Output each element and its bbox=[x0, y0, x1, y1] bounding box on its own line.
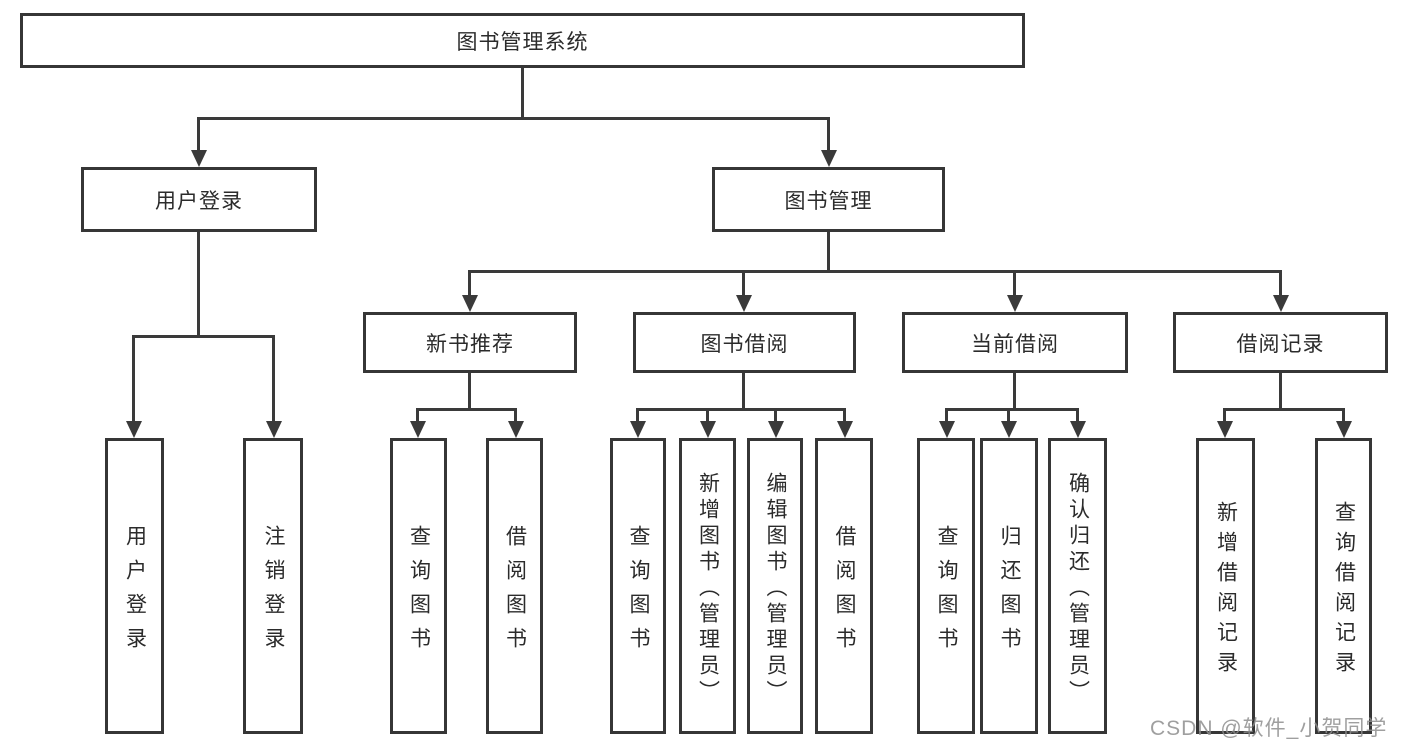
node-bb-query-books: 查询图书 bbox=[610, 438, 666, 734]
node-cb-confirm-return: 确认归还（管理员） bbox=[1048, 438, 1107, 734]
connector-cb-return-drop bbox=[1007, 408, 1010, 421]
arrow-down-icon bbox=[1336, 421, 1352, 438]
arrow-down-icon bbox=[1007, 295, 1023, 312]
connector-current-borrowing-stem bbox=[1013, 373, 1016, 411]
connector-book-borrowing-stem bbox=[742, 373, 745, 411]
connector-cb-query-drop bbox=[945, 408, 948, 421]
arrow-down-icon bbox=[768, 421, 784, 438]
connector-br-add-drop bbox=[1223, 408, 1226, 421]
arrow-down-icon bbox=[837, 421, 853, 438]
node-ul-login: 用户登录 bbox=[105, 438, 164, 734]
node-new-book-recommend-label: 新书推荐 bbox=[426, 332, 514, 356]
node-br-add-record: 新增借阅记录 bbox=[1196, 438, 1255, 734]
connector-book-management-stem bbox=[827, 232, 830, 273]
arrow-down-icon bbox=[410, 421, 426, 438]
connector-borrowing-records-stem bbox=[1279, 373, 1282, 411]
node-root: 图书管理系统 bbox=[20, 13, 1025, 68]
node-borrowing-records-label: 借阅记录 bbox=[1236, 332, 1325, 356]
node-book-borrowing: 图书借阅 bbox=[633, 312, 856, 373]
connector-bb-query-drop bbox=[636, 408, 639, 421]
connector-user-login-drop bbox=[197, 117, 200, 151]
node-br-query-record-label: 查询借阅记录 bbox=[1332, 500, 1356, 681]
node-new-book-recommend: 新书推荐 bbox=[363, 312, 577, 373]
connector-book-borrowing-drop bbox=[742, 270, 745, 295]
arrow-down-icon bbox=[736, 295, 752, 312]
connector-current-borrowing-drop bbox=[1013, 270, 1016, 295]
node-cb-query-books-label: 查询图书 bbox=[935, 524, 958, 661]
node-bb-add-books: 新增图书（管理员） bbox=[679, 438, 736, 734]
node-bb-borrow-books: 借阅图书 bbox=[815, 438, 873, 734]
connector-nb-borrow-drop bbox=[514, 408, 517, 421]
node-cb-return-books-label: 归还图书 bbox=[998, 524, 1021, 661]
arrow-down-icon bbox=[1001, 421, 1017, 438]
node-bb-borrow-books-label: 借阅图书 bbox=[833, 524, 856, 661]
arrow-down-icon bbox=[508, 421, 524, 438]
node-ul-login-label: 用户登录 bbox=[123, 524, 147, 661]
node-bb-edit-books-label: 编辑图书（管理员） bbox=[764, 471, 787, 706]
node-cb-confirm-return-label: 确认归还（管理员） bbox=[1066, 471, 1090, 706]
connector-book-borrowing-hline bbox=[636, 408, 846, 411]
arrow-down-icon bbox=[126, 421, 142, 438]
node-current-borrowing-label: 当前借阅 bbox=[971, 332, 1059, 356]
connector-bb-add-drop bbox=[706, 408, 709, 421]
connector-level2-hline bbox=[197, 117, 830, 120]
arrow-down-icon bbox=[1217, 421, 1233, 438]
arrow-down-icon bbox=[939, 421, 955, 438]
node-borrowing-records: 借阅记录 bbox=[1173, 312, 1388, 373]
connector-ul-login-drop bbox=[132, 335, 135, 421]
connector-borrowing-records-hline bbox=[1223, 408, 1345, 411]
connector-bb-borrow-drop bbox=[843, 408, 846, 421]
node-cb-return-books: 归还图书 bbox=[980, 438, 1038, 734]
connector-bb-edit-drop bbox=[774, 408, 777, 421]
node-nb-borrow-books: 借阅图书 bbox=[486, 438, 543, 734]
node-user-login: 用户登录 bbox=[81, 167, 317, 232]
connector-cb-confirm-drop bbox=[1076, 408, 1079, 421]
connector-user-login-stem bbox=[197, 232, 200, 338]
node-book-management-label: 图书管理 bbox=[784, 189, 873, 213]
connector-new-book-drop bbox=[468, 270, 471, 295]
node-bb-query-books-label: 查询图书 bbox=[627, 524, 650, 661]
node-nb-query-books-label: 查询图书 bbox=[407, 524, 431, 661]
arrow-down-icon bbox=[700, 421, 716, 438]
node-nb-borrow-books-label: 借阅图书 bbox=[503, 524, 527, 661]
node-user-login-label: 用户登录 bbox=[155, 189, 243, 213]
node-br-add-record-label: 新增借阅记录 bbox=[1214, 500, 1238, 681]
arrow-down-icon bbox=[1273, 295, 1289, 312]
arrow-down-icon bbox=[1070, 421, 1086, 438]
connector-root-stem bbox=[521, 66, 524, 118]
node-current-borrowing: 当前借阅 bbox=[902, 312, 1128, 373]
connector-new-book-hline bbox=[416, 408, 517, 411]
connector-current-borrowing-hline bbox=[945, 408, 1079, 411]
watermark-text: CSDN @软件_小贺同学 bbox=[1150, 717, 1388, 740]
arrow-down-icon bbox=[821, 150, 837, 167]
node-book-management: 图书管理 bbox=[712, 167, 945, 232]
node-ul-logout: 注销登录 bbox=[243, 438, 303, 734]
node-nb-query-books: 查询图书 bbox=[390, 438, 447, 734]
arrow-down-icon bbox=[630, 421, 646, 438]
node-br-query-record: 查询借阅记录 bbox=[1315, 438, 1372, 734]
connector-level3-hline bbox=[468, 270, 1282, 273]
connector-new-book-stem bbox=[468, 373, 471, 411]
connector-nb-query-drop bbox=[416, 408, 419, 421]
connector-user-login-hline bbox=[132, 335, 275, 338]
node-ul-logout-label: 注销登录 bbox=[262, 524, 285, 661]
arrow-down-icon bbox=[266, 421, 282, 438]
connector-borrowing-records-drop bbox=[1279, 270, 1282, 295]
connector-ul-logout-drop bbox=[272, 335, 275, 421]
connector-br-query-drop bbox=[1342, 408, 1345, 421]
connector-book-management-drop bbox=[827, 117, 830, 151]
node-root-label: 图书管理系统 bbox=[456, 30, 589, 54]
node-book-borrowing-label: 图书借阅 bbox=[700, 332, 789, 356]
node-bb-add-books-label: 新增图书（管理员） bbox=[696, 471, 720, 706]
node-bb-edit-books: 编辑图书（管理员） bbox=[747, 438, 803, 734]
node-cb-query-books: 查询图书 bbox=[917, 438, 975, 734]
arrow-down-icon bbox=[462, 295, 478, 312]
arrow-down-icon bbox=[191, 150, 207, 167]
